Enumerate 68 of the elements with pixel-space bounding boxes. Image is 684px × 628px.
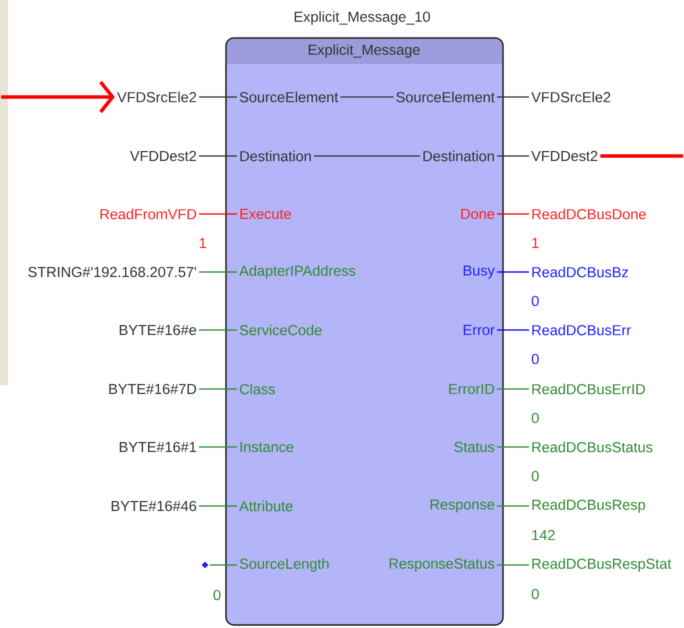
pin-label: Response	[430, 500, 494, 512]
connector-line	[199, 505, 237, 507]
variable-label: ReadDCBusBz	[532, 266, 628, 278]
pin-label: ErrorID	[449, 384, 494, 394]
variable-label: ReadDCBusResp	[532, 499, 646, 513]
variable-label: BYTE#16#1	[120, 442, 196, 452]
connector-line	[340, 96, 394, 98]
connector-line	[497, 213, 529, 215]
connector-line	[210, 564, 237, 566]
value-label: 0	[532, 296, 539, 306]
pin-label: AdapterIPAddress	[239, 265, 356, 279]
instance-name: Explicit_Message_10	[294, 11, 430, 25]
value-label: 0	[532, 412, 539, 424]
connector-line	[497, 271, 529, 273]
variable-label: BYTE#16#7D	[109, 384, 196, 394]
variable-label: ReadDCBusDone	[532, 208, 646, 220]
variable-label: STRING#'192.168.207.57'	[28, 266, 196, 278]
variable-label: ReadDCBusErr	[532, 324, 631, 336]
connector-line	[497, 96, 529, 98]
value-label: 0	[532, 470, 539, 482]
connector-line	[497, 155, 529, 157]
connector-line	[199, 446, 237, 448]
pin-label: Done	[461, 208, 494, 220]
pin-label: SourceElement	[396, 92, 495, 102]
connector-line	[314, 155, 420, 157]
value-label: 1	[532, 238, 539, 248]
pin-label: Destination	[240, 150, 311, 162]
pin-label: Error	[464, 324, 495, 336]
variable-label: VFDDest2	[531, 150, 598, 162]
connector-line	[497, 564, 529, 566]
variable-label: ReadDCBusErrID	[532, 384, 645, 394]
pin-label: ResponseStatus	[390, 558, 494, 572]
block-title: Explicit_Message	[308, 44, 420, 58]
pin-label: Instance	[240, 442, 294, 452]
value-label: 0	[532, 354, 539, 364]
connector-line	[199, 155, 237, 157]
connector-line	[600, 154, 684, 158]
value-label: 142	[532, 530, 555, 540]
variable-label: BYTE#16#e	[120, 324, 196, 336]
variable-label: ReadDCBusRespStat	[532, 558, 672, 572]
connector-line	[199, 388, 237, 390]
connector-line	[497, 446, 529, 448]
value-label: 0	[532, 588, 539, 600]
variable-label: ReadFromVFD	[100, 208, 196, 220]
connector-line	[497, 505, 529, 507]
pin-label: SourceElement	[240, 92, 338, 102]
pin-label: Execute	[240, 208, 291, 220]
pin-label: Destination	[423, 150, 494, 162]
pin-label: Class	[240, 384, 275, 394]
pin-label: Busy	[464, 266, 495, 278]
connector-line	[199, 271, 237, 273]
connector-line	[497, 388, 529, 390]
value-label: 1	[200, 238, 206, 248]
variable-label: ReadDCBusStatus	[532, 442, 652, 452]
pin-label: ServiceCode	[240, 324, 322, 336]
arrow	[1, 80, 115, 114]
pin-label: Status	[454, 442, 494, 452]
value-label: 0	[214, 590, 220, 600]
connector-line	[199, 96, 237, 98]
connector-line	[199, 213, 237, 215]
variable-label: VFDSrcEle2	[117, 92, 196, 102]
connector-line	[199, 329, 237, 331]
variable-label: BYTE#16#46	[112, 500, 196, 512]
pin-label: Attribute	[239, 500, 293, 512]
variable-label: VFDSrcEle2	[531, 92, 610, 102]
pin-label: SourceLength	[240, 558, 329, 572]
connector-line	[497, 329, 529, 331]
variable-label: VFDDest2	[130, 150, 196, 162]
